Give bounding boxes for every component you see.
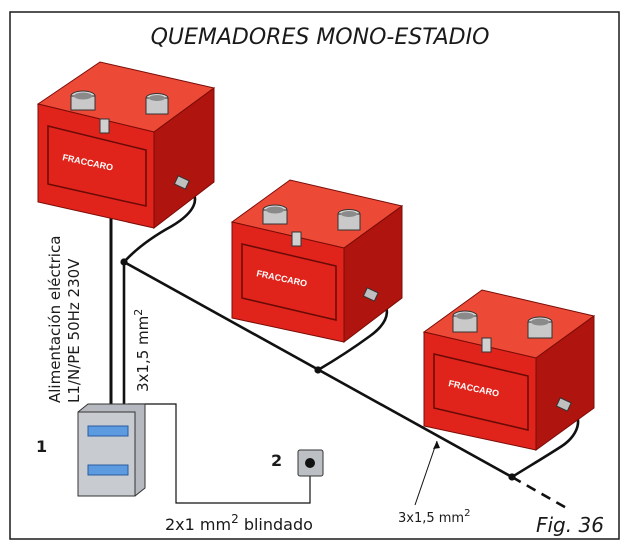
callout-2: 2 bbox=[271, 451, 282, 470]
control-box-display bbox=[87, 464, 129, 476]
cable-label-bus: 3x1,5 mm2 bbox=[398, 508, 470, 526]
control-box bbox=[77, 403, 146, 497]
sensor-device bbox=[297, 449, 324, 477]
supply-label-line2: L1/N/PE 50Hz 230V bbox=[65, 258, 83, 403]
junction-dot bbox=[120, 258, 128, 266]
cable-pointer-line bbox=[414, 440, 438, 506]
control-box-display bbox=[87, 425, 129, 437]
burner-unit-3: FRACCARO bbox=[422, 289, 596, 451]
junction-dot bbox=[508, 473, 516, 481]
supply-label: Alimentación eléctrica L1/N/PE 50Hz 230V bbox=[46, 236, 83, 403]
arrow-head-icon bbox=[433, 441, 440, 449]
callout-1: 1 bbox=[36, 437, 47, 456]
junction-dot bbox=[314, 366, 322, 374]
burner-unit-1: FRACCARO bbox=[36, 61, 216, 230]
cable-label-vertical: 3x1,5 mm2 bbox=[132, 309, 152, 392]
cable-label-shielded: 2x1 mm2 blindado bbox=[165, 512, 313, 534]
supply-label-line1: Alimentación eléctrica bbox=[46, 236, 64, 403]
burner-unit-2: FRACCARO bbox=[230, 179, 404, 344]
diagram-frame bbox=[9, 11, 620, 540]
figure-label: Fig. 36 bbox=[536, 513, 604, 537]
bus-continuation-line bbox=[511, 475, 571, 512]
shielded-cable bbox=[128, 403, 311, 504]
diagram-title: QUEMADORES MONO-ESTADIO bbox=[151, 25, 490, 50]
